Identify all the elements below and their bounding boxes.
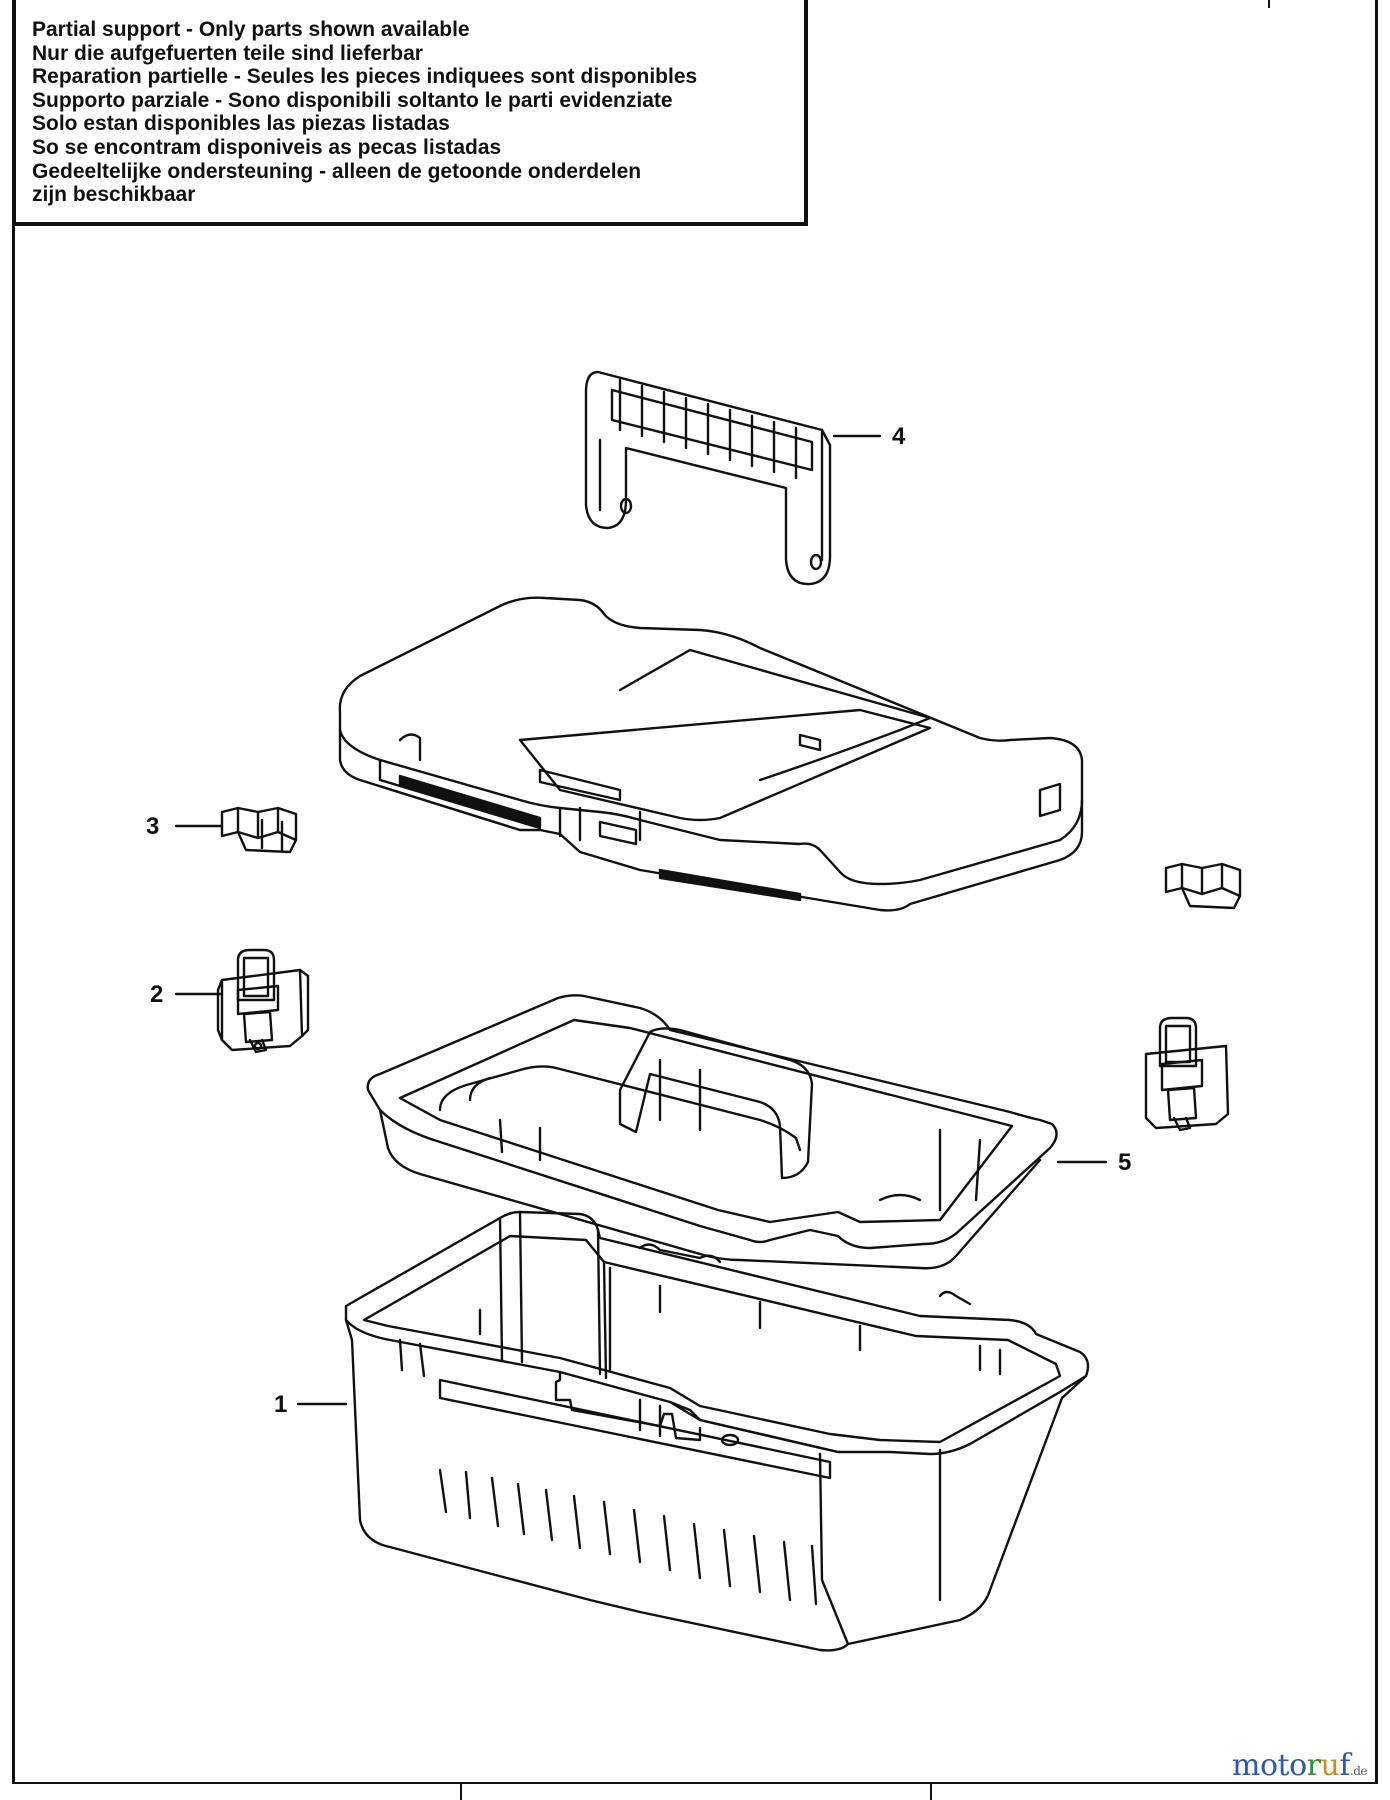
notice-lines: Partial support - Only parts shown avail…: [32, 18, 697, 207]
partial-support-notice: Partial support - Only parts shown avail…: [12, 0, 808, 226]
leader-lines: [174, 434, 1108, 1406]
callout-3: 3: [146, 813, 159, 840]
hinge-clip-left: [220, 806, 298, 854]
watermark-part-c: u: [1320, 1748, 1340, 1783]
box-body-part: [344, 1210, 1090, 1652]
watermark-domain: .de: [1349, 1764, 1368, 1778]
callout-2: 2: [150, 981, 163, 1008]
frame-tick: [1268, 0, 1270, 8]
notice-line-en: Partial support - Only parts shown avail…: [32, 18, 470, 41]
notice-line-es: Solo estan disponibles las piezas listad…: [32, 112, 450, 136]
page-frame: [12, 0, 1378, 1784]
motoruf-watermark: motoruf.de: [1232, 1748, 1368, 1783]
notice-line-nl: Gedeeltelijke ondersteuning - alleen de …: [32, 159, 642, 183]
watermark-part-b: r: [1306, 1748, 1321, 1783]
watermark-part-d: f: [1339, 1748, 1350, 1783]
callout-5: 5: [1118, 1149, 1131, 1176]
watermark-part-a: moto: [1232, 1748, 1307, 1783]
callout-1: 1: [274, 1391, 287, 1418]
lid-part: [338, 596, 1084, 912]
notice-line-pt: So se encontram disponiveis as pecas lis…: [32, 135, 502, 159]
bottom-frame-bar: [12, 1784, 1378, 1800]
notice-line-nl-cont: zijn beschikbaar: [32, 183, 196, 207]
latch-left: [216, 948, 310, 1054]
hinge-clip-right: [1164, 862, 1242, 910]
handle-part: [584, 370, 832, 586]
notice-line-fr: Reparation partielle - Seules les pieces…: [32, 65, 698, 89]
notice-line-de: Nur die aufgefuerten teile sind lieferba…: [32, 41, 423, 65]
latch-right: [1144, 1016, 1230, 1132]
callout-4: 4: [892, 423, 906, 450]
notice-line-it: Supporto parziale - Sono disponibili sol…: [32, 88, 673, 112]
tote-tray-part: [366, 994, 1058, 1270]
